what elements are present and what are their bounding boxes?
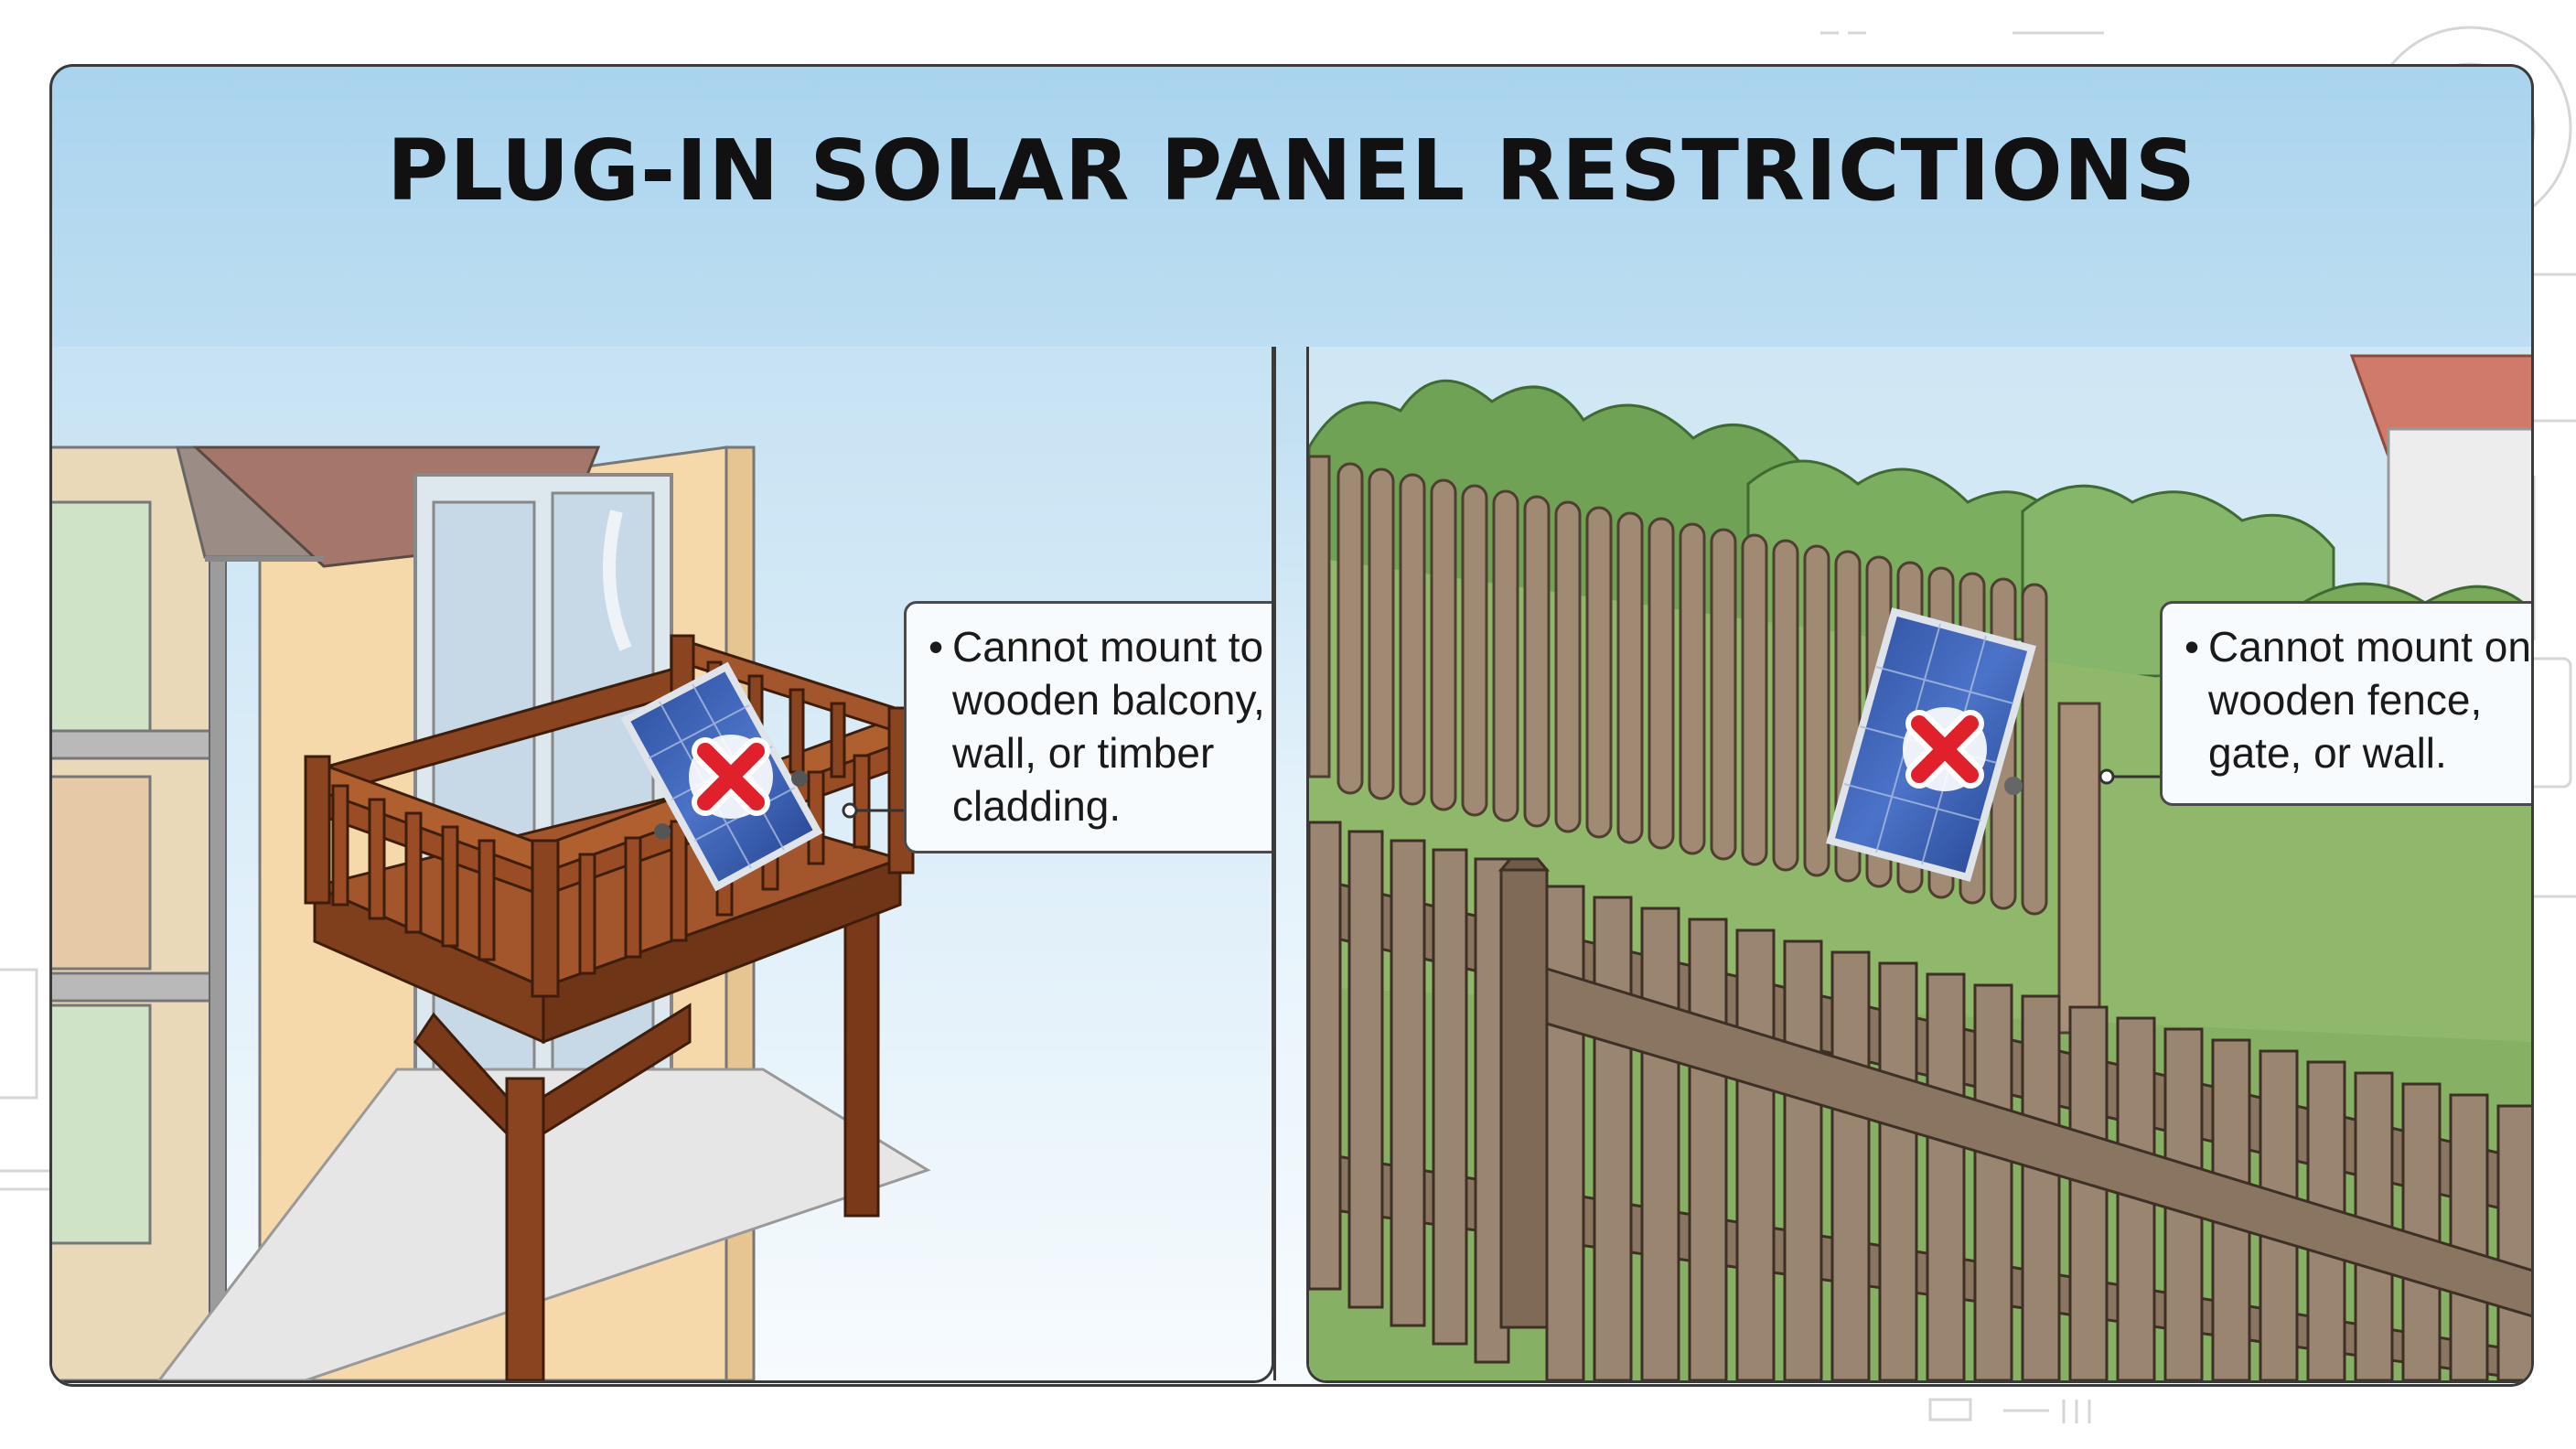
callout-text: •Cannot mount on wooden fence, gate, or … — [2184, 620, 2531, 779]
fence-restriction-callout: •Cannot mount on wooden fence, gate, or … — [2160, 601, 2531, 806]
fence-illustration — [1309, 347, 2531, 1380]
callout-text: •Cannot mount to wooden balcony, wall, o… — [928, 620, 1272, 832]
bullet: • — [2184, 623, 2200, 671]
red-x-prohibited-icon — [1903, 707, 1987, 791]
fence-panel: •Cannot mount on wooden fence, gate, or … — [1306, 347, 2531, 1383]
balcony-panel: •Cannot mount to wooden balcony, wall, o… — [52, 347, 1274, 1383]
neighbour-building — [52, 445, 227, 1380]
front-wooden-fence — [1309, 821, 2531, 1380]
balcony-restriction-callout: •Cannot mount to wooden balcony, wall, o… — [904, 601, 1272, 853]
balcony-illustration — [52, 347, 1272, 1380]
infographic-frame: PLUG-IN SOLAR PANEL RESTRICTIONS — [49, 64, 2534, 1387]
panel-divider — [1273, 347, 1276, 1380]
page-title: PLUG-IN SOLAR PANEL RESTRICTIONS — [386, 122, 2196, 220]
red-x-prohibited-icon — [689, 735, 773, 819]
bullet: • — [928, 623, 944, 671]
